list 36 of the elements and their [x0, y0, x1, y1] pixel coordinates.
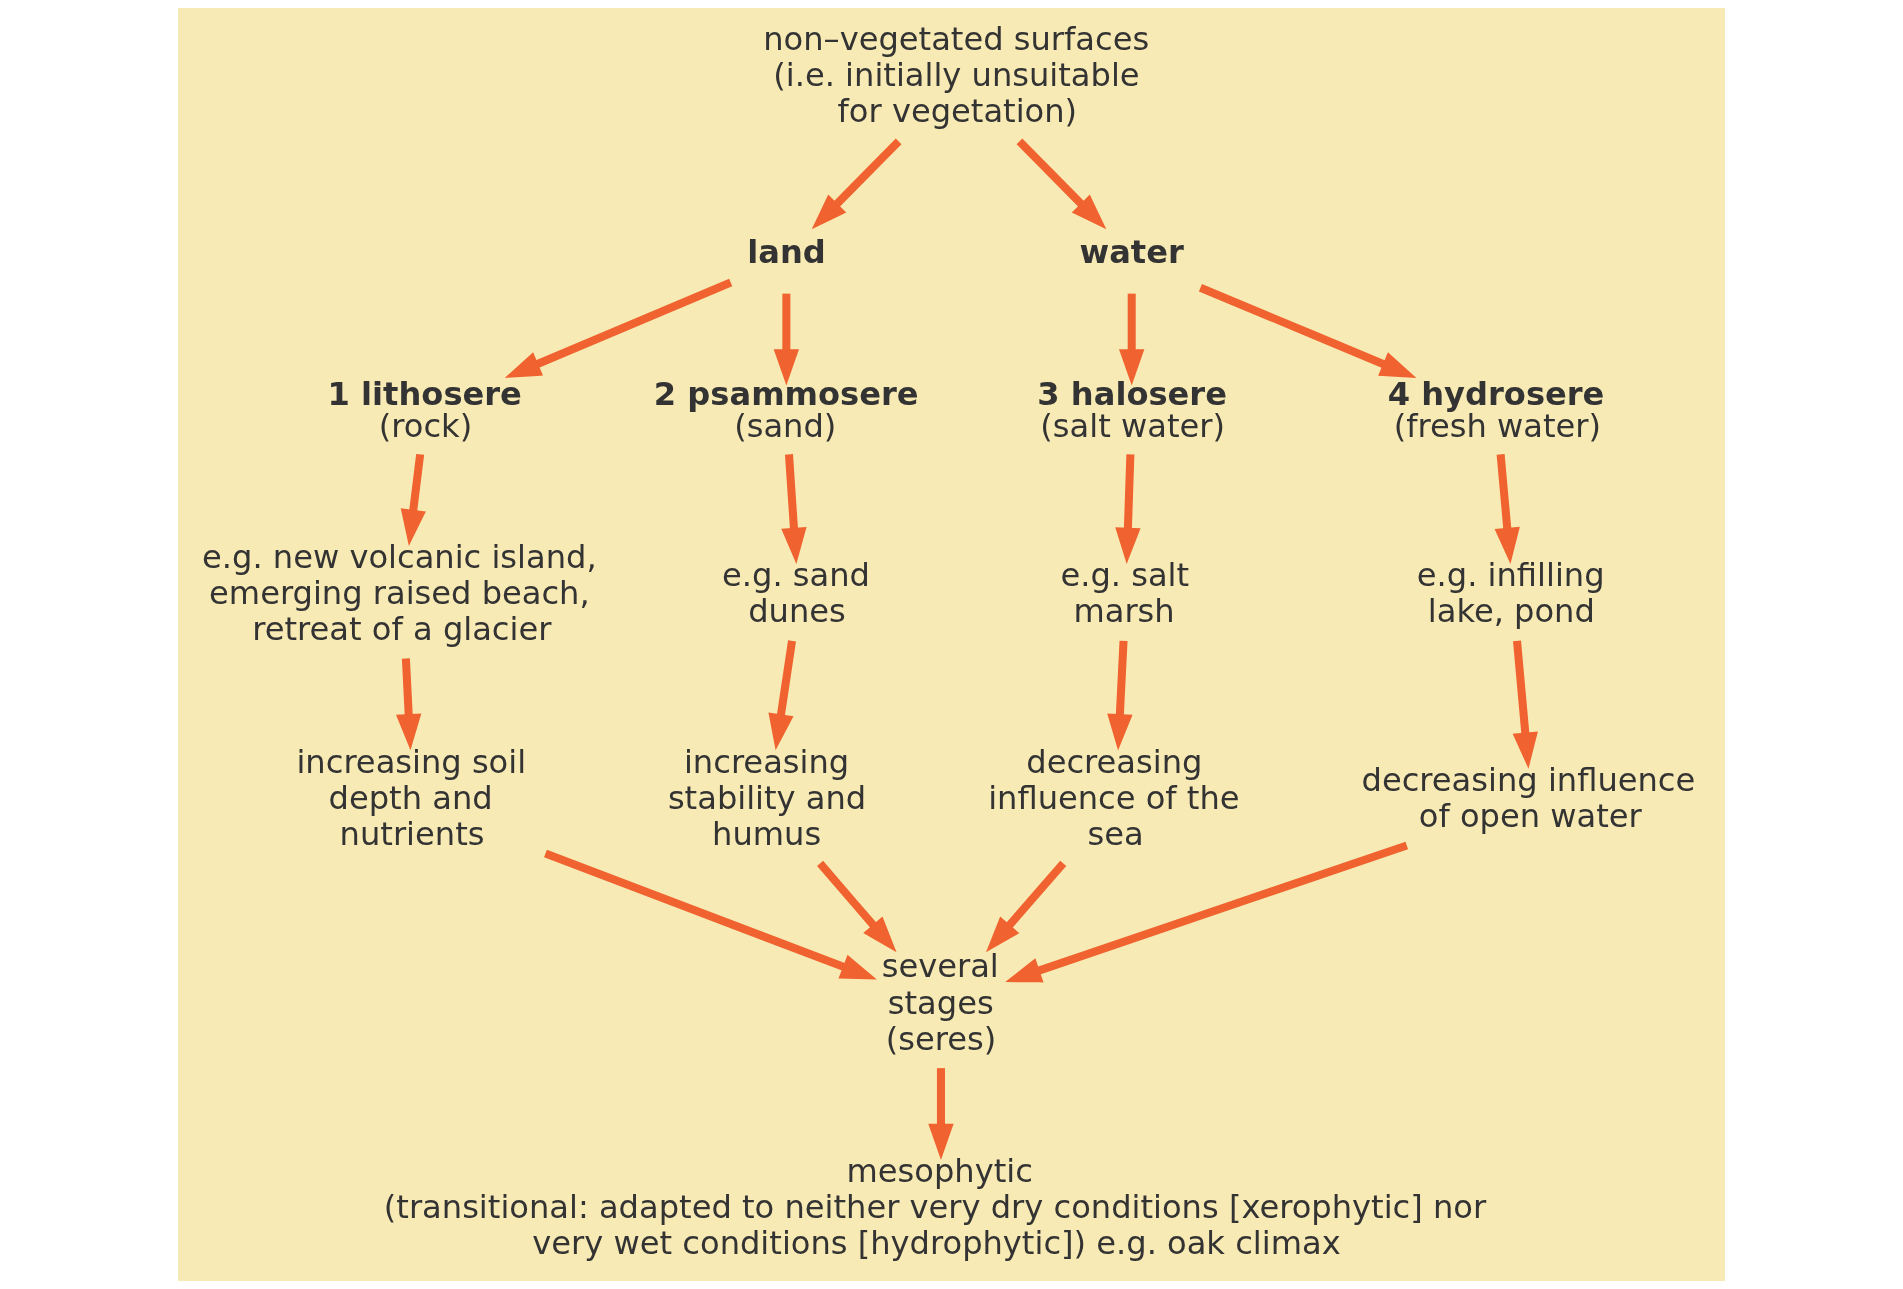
- node-text: non–vegetated surfaces (i.e. initially unsuitable for vegetation): [763, 19, 1150, 131]
- node-text: e.g. sand dunes: [722, 555, 871, 631]
- arrow: [504, 278, 733, 378]
- arrow: [811, 138, 902, 230]
- node-text: increasing soil depth and nutrients: [296, 742, 527, 853]
- node-text: decreasing influence of open water: [1361, 760, 1696, 835]
- node-text: e.g. new volcanic island, emerging raised beach, retreat of a glacier: [202, 537, 597, 649]
- node-text: e.g. infilling lake, pond: [1416, 555, 1605, 631]
- arrow: [544, 849, 877, 980]
- arrow: [985, 860, 1067, 953]
- arrow: [400, 453, 426, 546]
- node-text: 4 hydrosere (fresh water): [1387, 375, 1605, 446]
- arrow: [1198, 284, 1417, 378]
- node-text: mesophytic (transitional: adapted to neither very dry conditions [xerophytic] nor very wet conditions [hydrophytic]) e.g. oak climax: [383, 1152, 1487, 1263]
- arrow: [1512, 640, 1538, 769]
- arrow: [396, 658, 422, 751]
- arrow: [1005, 841, 1409, 983]
- node-text: decreasing influence of the sea: [988, 742, 1240, 853]
- arrow: [768, 640, 796, 751]
- arrow: [773, 293, 800, 386]
- node-text: increasing stability and humus: [667, 742, 867, 853]
- node-text: e.g. salt marsh: [1060, 555, 1190, 631]
- arrow: [928, 1068, 954, 1160]
- arrow: [1107, 640, 1133, 751]
- node-text: 2 psammosere (sand): [653, 375, 919, 446]
- node-text: water: [1079, 232, 1184, 271]
- arrow: [1016, 138, 1107, 230]
- arrow: [1494, 454, 1520, 564]
- node-text: 3 halosere (salt water): [1037, 375, 1227, 446]
- arrow: [817, 860, 897, 953]
- node-text: several stages (seres): [881, 947, 999, 1058]
- node-text: 1 lithosere (rock): [327, 375, 522, 446]
- arrow: [1119, 293, 1145, 386]
- arrow: [1115, 454, 1141, 564]
- arrow: [781, 454, 807, 564]
- node-text: land: [747, 232, 826, 271]
